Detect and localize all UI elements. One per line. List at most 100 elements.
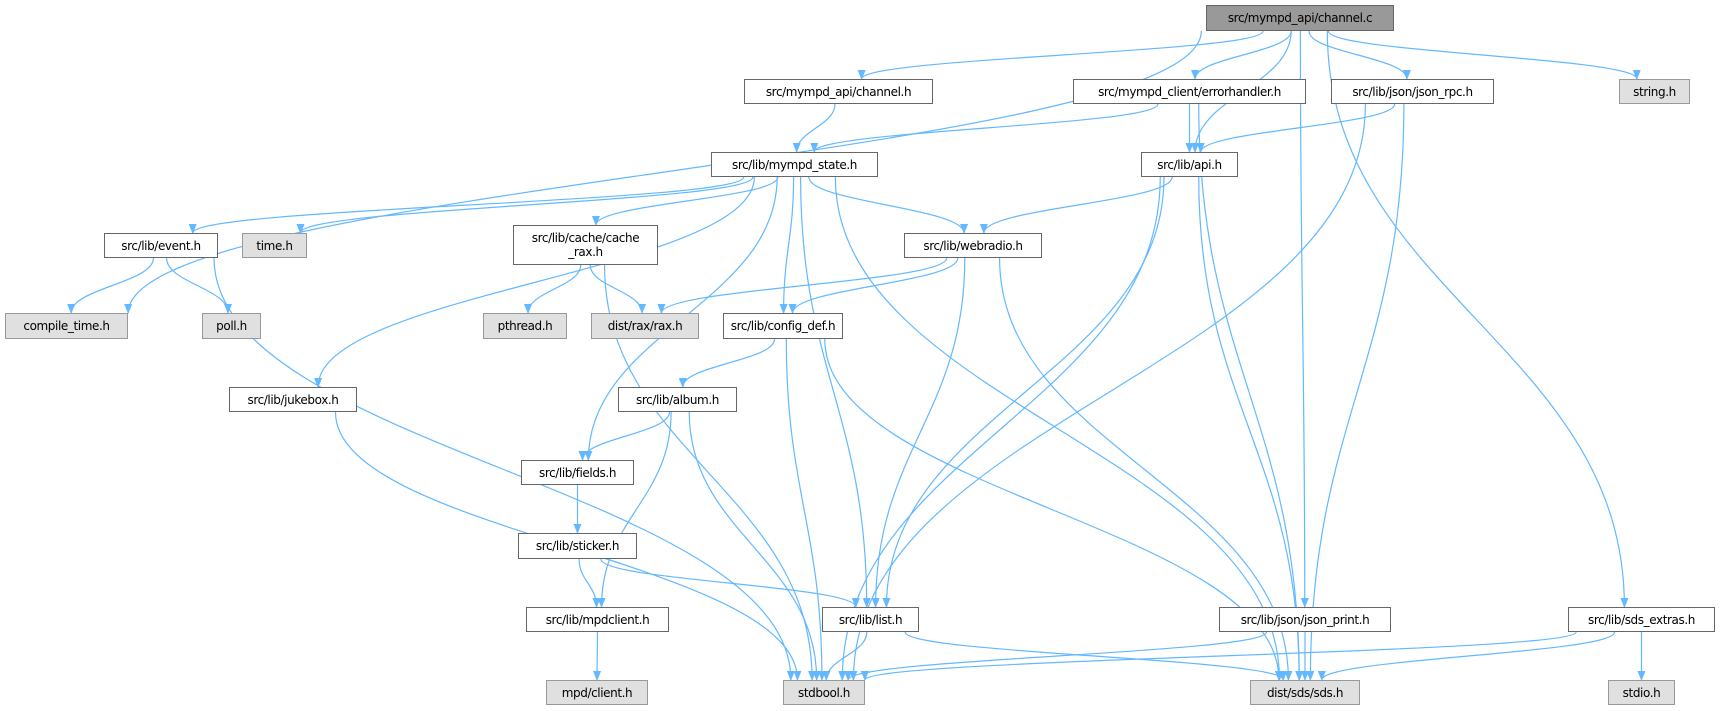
edge-sds-extras-to-stdbool [861, 631, 1577, 681]
edge-sticker-to-mpdclient [578, 558, 601, 608]
graph-node-json-print[interactable]: src/lib/json/json_print.h [1219, 607, 1391, 632]
edge-channel-c-to-errorhandler [1191, 30, 1292, 80]
graph-node-pthread-h[interactable]: pthread.h [483, 313, 567, 339]
node-label: src/lib/config_def.h [730, 319, 836, 333]
edge-json-rpc-to-stdbool [849, 103, 1367, 681]
edge-webradio-to-rax [657, 257, 948, 314]
edge-channel-c-to-sds-extras [1326, 30, 1629, 608]
node-label: src/lib/list.h [838, 612, 903, 627]
edge-album-to-fields [578, 411, 671, 461]
node-label: stdio.h [1622, 685, 1661, 700]
graph-node-mpd-client[interactable]: mpd/client.h [546, 680, 648, 705]
edge-mympd-state-to-list [799, 176, 871, 608]
edge-cache-rax-to-rax [589, 264, 647, 314]
edge-errorhandler-to-mympd-state [810, 103, 1159, 153]
graph-node-string-h[interactable]: string.h [1619, 79, 1690, 104]
edge-json-rpc-to-sds [1306, 103, 1405, 681]
graph-node-errorhandler[interactable]: src/mympd_client/errorhandler.h [1073, 79, 1306, 104]
edge-event-to-compile-time [67, 257, 155, 314]
node-label: src/mympd_api/channel.c [1227, 11, 1373, 25]
edge-cache-rax-to-pthread-h [524, 264, 582, 314]
node-label: src/lib/cache/cache [531, 231, 640, 245]
node-label: src/mympd_client/errorhandler.h [1098, 84, 1281, 99]
graph-node-album[interactable]: src/lib/album.h [618, 387, 737, 412]
node-label-line2: _rax.h [568, 245, 603, 259]
graph-node-event[interactable]: src/lib/event.h [104, 233, 218, 258]
node-label: src/mympd_api/channel.h [765, 84, 912, 99]
graph-node-stdio[interactable]: stdio.h [1608, 680, 1675, 705]
edge-channel-h-to-mympd-state [792, 103, 836, 153]
node-label: dist/sds/sds.h [1266, 685, 1344, 700]
edge-channel-c-to-string-h [1327, 30, 1641, 80]
node-label: stdbool.h [797, 685, 851, 700]
node-label: src/lib/fields.h [538, 465, 617, 480]
edge-mympd-state-to-time-h [296, 176, 754, 234]
edge-album-to-mpdclient [597, 411, 672, 608]
graph-node-stdbool[interactable]: stdbool.h [783, 680, 865, 705]
graph-node-compile-time[interactable]: compile_time.h [5, 313, 128, 339]
edge-api-to-list [882, 176, 1165, 608]
node-label: src/lib/sticker.h [535, 539, 620, 553]
node-label: time.h [256, 238, 293, 253]
graph-node-api[interactable]: src/lib/api.h [1141, 152, 1238, 177]
graph-node-channel-c[interactable]: src/mympd_api/channel.c [1206, 5, 1394, 31]
graph-node-json-rpc[interactable]: src/lib/json/json_rpc.h [1331, 79, 1494, 104]
node-label: poll.h [216, 319, 247, 333]
node-label: string.h [1633, 84, 1676, 99]
edge-channel-c-to-channel-h [857, 30, 1264, 80]
node-label: src/lib/api.h [1157, 157, 1222, 172]
edge-list-to-stdbool [822, 631, 868, 681]
graph-node-config-def[interactable]: src/lib/config_def.h [723, 313, 843, 339]
graph-node-channel-h[interactable]: src/mympd_api/channel.h [744, 79, 933, 104]
node-label: pthread.h [497, 319, 553, 333]
edge-sticker-to-list [600, 558, 860, 608]
node-label: src/lib/json/json_print.h [1240, 612, 1370, 627]
edge-mympd-state-to-sds [834, 176, 1284, 681]
node-label: src/lib/sds_extras.h [1588, 612, 1695, 627]
node-label: dist/rax/rax.h [607, 319, 683, 333]
graph-node-sds[interactable]: dist/sds/sds.h [1250, 680, 1360, 705]
edge-channel-c-to-json-rpc [1308, 30, 1411, 80]
edge-album-to-stdbool [688, 411, 821, 681]
edge-webradio-to-list [871, 257, 966, 608]
node-label: src/lib/mympd_state.h [731, 157, 858, 172]
node-label: src/lib/json/json_rpc.h [1352, 84, 1473, 99]
graph-node-mympd-state[interactable]: src/lib/mympd_state.h [711, 152, 878, 177]
edge-channel-c-to-json-print [1299, 30, 1309, 608]
node-label: src/lib/webradio.h [923, 238, 1023, 253]
graph-node-list[interactable]: src/lib/list.h [822, 607, 919, 632]
graph-node-mpdclient[interactable]: src/lib/mpdclient.h [526, 607, 669, 632]
graph-node-webradio[interactable]: src/lib/webradio.h [904, 233, 1042, 258]
edge-mympd-state-to-webradio [808, 176, 969, 234]
edge-json-rpc-to-api [1196, 103, 1396, 153]
edge-event-to-poll-h [166, 257, 232, 314]
edge-api-to-sds [1198, 176, 1304, 681]
edge-errorhandler-to-sds [1198, 103, 1304, 681]
node-label: src/lib/album.h [636, 392, 719, 407]
graph-node-sticker[interactable]: src/lib/sticker.h [518, 533, 637, 559]
edge-mympd-state-to-event [188, 176, 745, 234]
graph-node-rax[interactable]: dist/rax/rax.h [591, 313, 699, 339]
edge-mympd-state-to-config-def [779, 176, 795, 314]
graph-node-cache-rax[interactable]: src/lib/cache/cache_rax.h [513, 225, 658, 265]
graph-node-poll-h[interactable]: poll.h [202, 313, 261, 339]
edge-api-to-webradio [979, 176, 1173, 234]
edge-config-def-to-album [678, 338, 776, 388]
edge-channel-c-to-compile-time [124, 30, 1202, 314]
node-label: mpd/client.h [561, 685, 633, 700]
edge-api-to-stdbool [838, 176, 1161, 681]
graph-node-sds-extras[interactable]: src/lib/sds_extras.h [1568, 607, 1715, 632]
graph-node-fields[interactable]: src/lib/fields.h [521, 460, 634, 485]
edge-list-to-sds [904, 631, 1288, 681]
node-label: src/lib/jukebox.h [247, 392, 339, 407]
node-label: src/lib/mpdclient.h [545, 612, 650, 627]
edge-mympd-state-to-cache-rax [592, 176, 779, 226]
graph-node-jukebox[interactable]: src/lib/jukebox.h [229, 387, 357, 412]
edge-config-def-to-stdbool [785, 338, 826, 681]
node-label: compile_time.h [23, 319, 110, 333]
edge-mympd-state-to-jukebox [314, 176, 755, 388]
node-label: src/lib/event.h [121, 238, 201, 253]
graph-node-time-h[interactable]: time.h [242, 233, 307, 258]
